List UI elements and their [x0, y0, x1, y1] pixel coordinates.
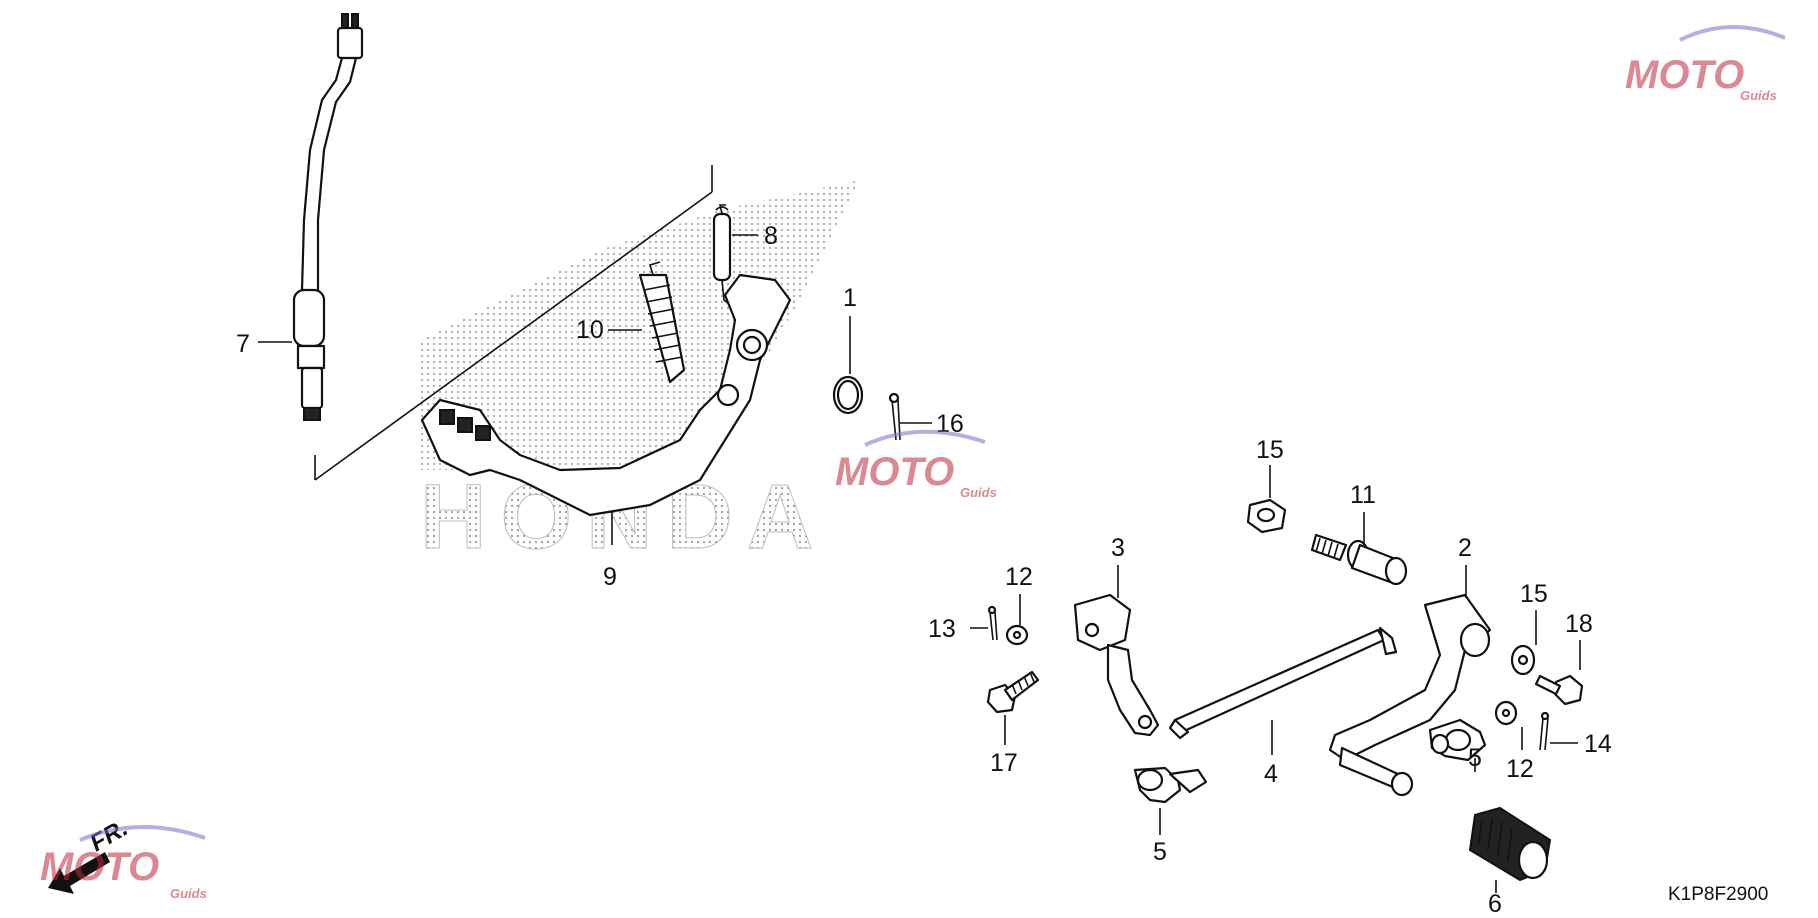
svg-text:Guids: Guids: [170, 886, 207, 901]
front-arrow-icon: [48, 852, 110, 894]
tie-rod-part: [1168, 626, 1398, 740]
callout-12b: 12: [1506, 755, 1534, 783]
svg-text:MOTO: MOTO: [1625, 53, 1744, 97]
pedal-rubber-part: [1468, 806, 1552, 882]
callout-6: 6: [1488, 890, 1502, 918]
cotter-pin-part-15b: [1539, 711, 1550, 751]
callout-5a: 5: [1153, 838, 1167, 866]
rod-end-joint-part-2: [1428, 718, 1487, 762]
callout-3: 3: [1111, 534, 1125, 562]
svg-text:Guids: Guids: [1740, 88, 1777, 103]
callout-8: 8: [764, 222, 778, 250]
callout-11: 11: [1350, 481, 1376, 509]
callout-12a: 12: [1005, 563, 1033, 591]
svg-text:MOTO: MOTO: [835, 450, 954, 494]
watermark-logo-top-right: MOTO Guids: [1625, 25, 1786, 103]
svg-text:MOTO: MOTO: [40, 845, 159, 889]
watermark-logo-center: MOTO Guids: [835, 429, 997, 500]
assembly-lines: [314, 165, 713, 481]
washer-part-2: [1494, 700, 1518, 726]
callout-14: 15: [1520, 580, 1548, 608]
rod-end-joint-part: [1133, 766, 1208, 804]
bolt-part-18: [1534, 674, 1584, 706]
bolt-part-17: [986, 670, 1040, 714]
callout-4: 4: [1264, 760, 1278, 788]
svg-text:Guids: Guids: [960, 485, 997, 500]
callout-17: 17: [990, 749, 1018, 777]
leader-lines: [258, 234, 1581, 893]
shift-arm-part: [1073, 593, 1160, 737]
stop-switch-part: [292, 13, 364, 421]
pivot-bolt-part: [1310, 533, 1408, 586]
washer-part-14: [1510, 644, 1536, 676]
cotter-pin-part-15a: [987, 605, 998, 641]
callout-9: 9: [603, 563, 617, 591]
large-spring-part: [638, 261, 686, 384]
callout-5b: 5: [1468, 744, 1482, 772]
callout-1: 1: [843, 284, 857, 312]
watermark-logo-bottom-left: MOTO Guids: [40, 825, 207, 901]
diagram-code: K1P8F2900: [1668, 884, 1768, 905]
shift-pedal-part: [1328, 593, 1492, 797]
callout-15b: 14: [1584, 730, 1612, 758]
circlip-part: [832, 375, 864, 415]
callout-10: 10: [576, 316, 604, 344]
small-spring-part: [712, 204, 732, 306]
callout-18: 18: [1565, 610, 1593, 638]
callout-labels: 7 8 10 9 1 16 15 11 3 2 12 15 18 13 14 1…: [236, 222, 1612, 918]
callout-15a: 13: [928, 615, 956, 643]
honda-wing-background: HONDA: [420, 180, 860, 569]
callout-7: 7: [236, 330, 250, 358]
callout-2: 2: [1458, 534, 1472, 562]
brake-pedal-part: [420, 273, 792, 517]
washer-part: [1005, 624, 1029, 646]
callout-13: 15: [1256, 436, 1284, 464]
nut-part: [1246, 498, 1287, 534]
